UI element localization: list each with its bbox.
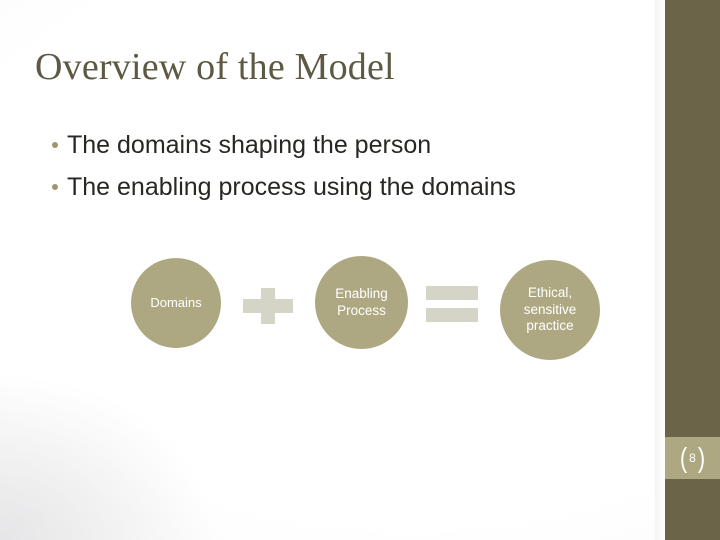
plus-operator-icon (243, 288, 293, 324)
diagram-node-enabling-process: Enabling Process (315, 256, 408, 349)
equals-bottom-bar (426, 308, 478, 322)
list-item: The domains shaping the person (52, 131, 642, 160)
bullet-dot-icon (52, 184, 58, 190)
equals-operator-icon (426, 286, 478, 322)
bullet-text: The enabling process using the domains (67, 173, 516, 201)
diagram-node-ethical-practice: Ethical, sensitive practice (500, 260, 600, 360)
equals-top-bar (426, 286, 478, 300)
plus-vertical-bar (261, 288, 275, 324)
diagram-node-domains: Domains (131, 258, 221, 348)
bullet-dot-icon (52, 142, 58, 148)
diagram-node-label: Domains (150, 295, 202, 311)
diagram-node-label-line: Process (337, 302, 386, 318)
diagram-node-label-line: Ethical, (527, 285, 573, 301)
page-number-badge: ( 8 ) (665, 437, 720, 479)
diagram-node-label: Ethical, sensitive practice (524, 285, 577, 334)
bracket-right-glyph: ) (697, 441, 706, 473)
process-diagram: Domains Enabling Process Ethical, sensit… (120, 250, 620, 360)
diagram-node-label-line: sensitive (523, 301, 577, 317)
page-number-value: 8 (689, 451, 696, 465)
diagram-node-label: Enabling Process (335, 286, 388, 319)
slide-title: Overview of the Model (35, 46, 395, 88)
sidebar-seam (655, 0, 665, 540)
bullet-text: The domains shaping the person (67, 131, 432, 159)
diagram-node-label-line: Enabling (335, 286, 388, 302)
list-item: The enabling process using the domains (52, 173, 642, 202)
bracket-left-glyph: ( (679, 441, 688, 473)
bullet-list: The domains shaping the person The enabl… (52, 131, 642, 215)
diagram-node-label-line: practice (526, 318, 574, 334)
